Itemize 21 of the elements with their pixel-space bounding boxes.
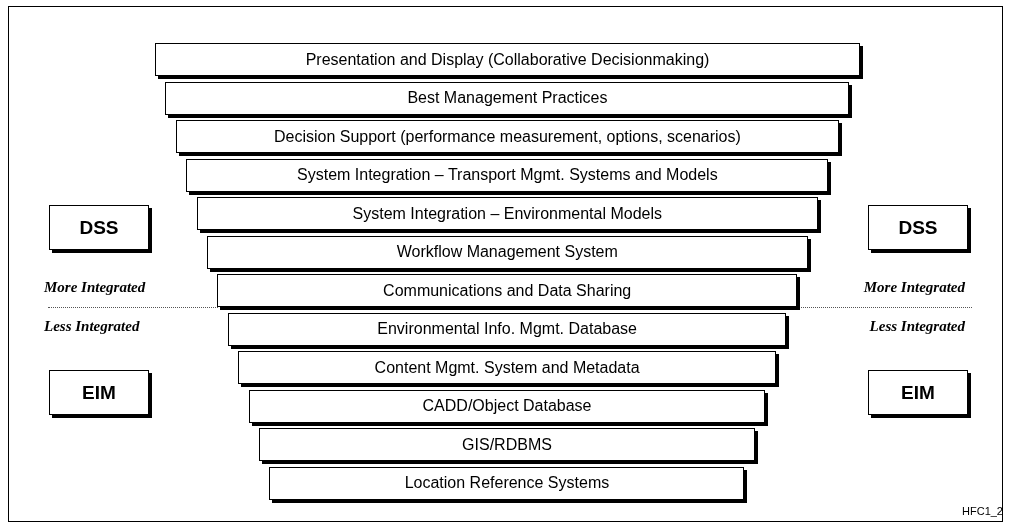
category-box: DSS: [868, 205, 968, 250]
layer-box: Presentation and Display (Collaborative Decisionmaking): [155, 43, 860, 76]
layer-box: GIS/RDBMS: [259, 428, 755, 461]
category-box: EIM: [49, 370, 149, 415]
integration-label: More Integrated: [863, 279, 965, 296]
integration-label: Less Integrated: [869, 318, 965, 335]
layer-box: Decision Support (performance measurement, options, scenarios): [175, 120, 839, 153]
figure-id: HFC1_2: [962, 505, 1003, 517]
layer-box: Workflow Management System: [207, 235, 808, 269]
category-box: DSS: [49, 205, 149, 250]
layer-box: Best Management Practices: [165, 81, 850, 115]
layer-box: System Integration – Transport Mgmt. Systems and Models: [186, 158, 829, 192]
layer-box: Location Reference Systems: [269, 466, 745, 500]
layer-box: Environmental Info. Mgmt. Database: [227, 312, 787, 346]
category-box: EIM: [868, 370, 968, 415]
layer-box: Content Mgmt. System and Metadata: [238, 351, 776, 384]
layer-box: Communications and Data Sharing: [217, 274, 797, 307]
layer-box: System Integration – Environmental Models: [196, 197, 818, 230]
layer-box: CADD/Object Database: [248, 389, 766, 423]
integration-label: More Integrated: [44, 279, 146, 296]
integration-label: Less Integrated: [44, 318, 140, 335]
